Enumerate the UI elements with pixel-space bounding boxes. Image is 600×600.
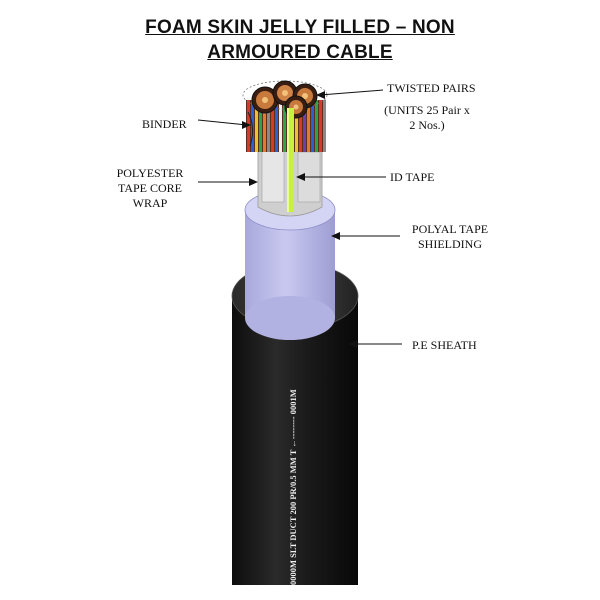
label-units-line-2: 2 Nos.)	[409, 118, 445, 132]
label-binder: BINDER	[142, 117, 187, 131]
diagram-title-line-1: FOAM SKIN JELLY FILLED – NON	[145, 17, 455, 38]
arrow-binder	[197, 119, 251, 129]
unit-end-1	[251, 86, 279, 114]
label-polyester-line-3: WRAP	[132, 196, 168, 210]
label-twisted-pairs: TWISTED PAIRS	[387, 81, 476, 95]
label-polyester-line-1: POLYESTER	[116, 166, 184, 180]
arrow-pe-sheath	[348, 340, 402, 348]
polyal-tape-shielding	[244, 189, 336, 340]
arrow-polyester	[198, 178, 258, 186]
label-pe-sheath: P.E SHEATH	[412, 338, 477, 352]
diagram-title-line-2: ARMOURED CABLE	[207, 42, 393, 63]
arrow-id-tape	[296, 173, 386, 181]
label-polyester-line-2: TAPE CORE	[117, 181, 183, 195]
id-tape	[287, 108, 294, 212]
label-id-tape: ID TAPE	[390, 170, 435, 184]
label-polyal-line-2: SHIELDING	[418, 237, 482, 251]
sheath-marking: 0000M SLT DUCT 200 PR/0.5 MM T ←--------…	[288, 389, 298, 585]
arrow-twisted-pairs	[316, 89, 384, 99]
label-units-line-1: (UNITS 25 Pair x	[384, 103, 470, 117]
arrow-polyal	[331, 232, 400, 240]
label-polyal-line-1: POLYAL TAPE	[411, 222, 489, 236]
callout-arrows	[197, 89, 402, 348]
binder-thread	[247, 111, 254, 147]
